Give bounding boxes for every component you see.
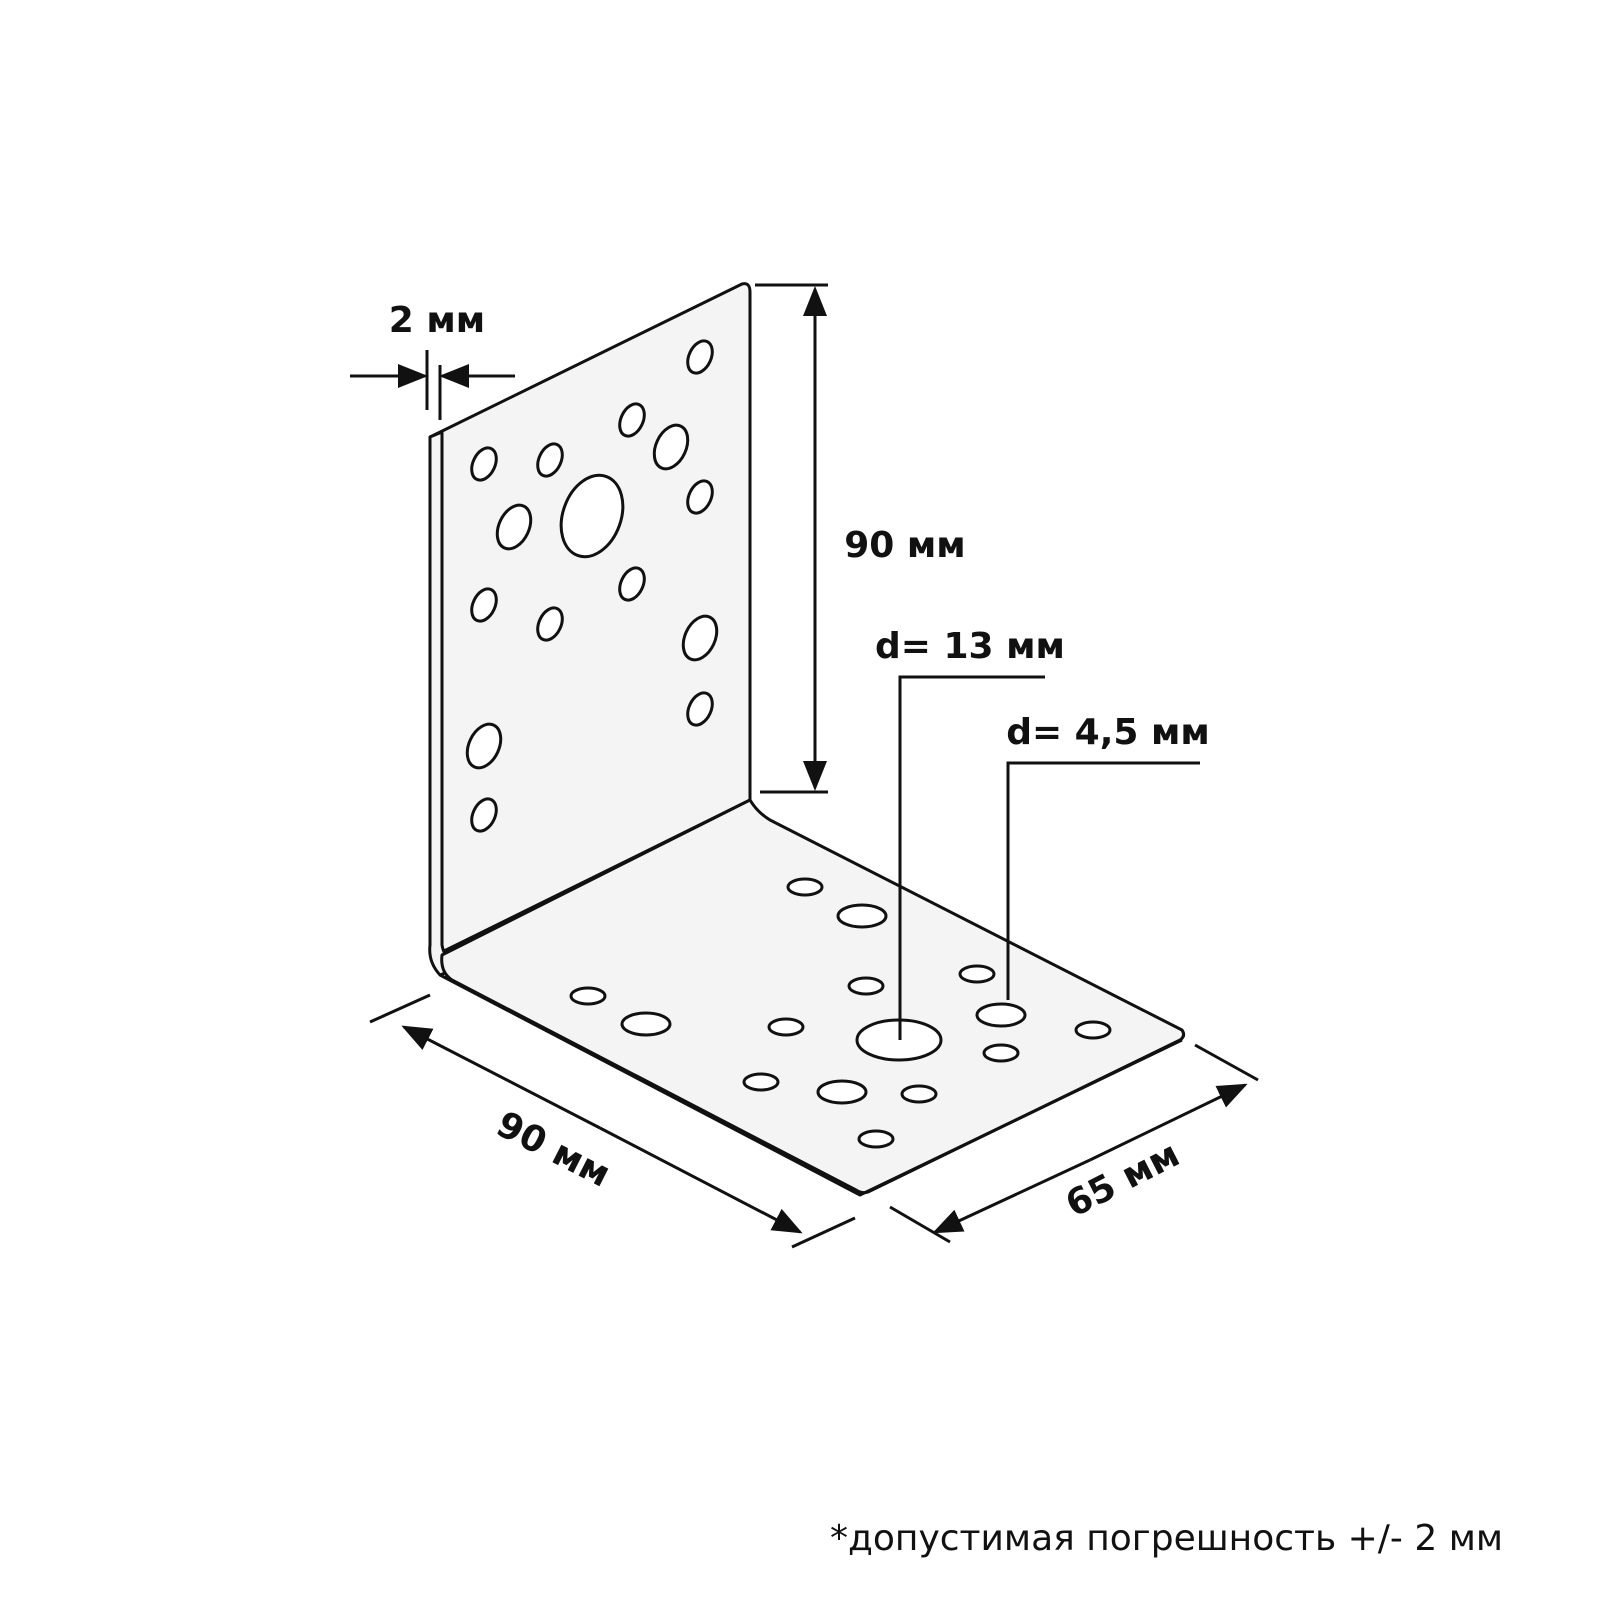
length-arrow-right — [599, 1126, 803, 1234]
vertical-holes — [465, 339, 719, 833]
length-ext-right — [791, 1216, 856, 1249]
height-label: 90 мм — [844, 525, 965, 566]
length-arrow-left — [401, 1025, 601, 1130]
width-arrow-right — [1089, 1083, 1248, 1162]
large-hole-leader — [898, 675, 1045, 1040]
small-hole-leader — [1006, 761, 1200, 1000]
width-ext-left — [889, 1205, 951, 1244]
large-hole-label: d= 13 мм — [875, 626, 1065, 667]
length-label: 90 мм — [490, 1104, 617, 1196]
horizontal-holes — [569, 877, 1112, 1149]
tolerance-note: *допустимая погрешность +/- 2 мм — [830, 1518, 1504, 1559]
thickness-label: 2 мм — [389, 300, 485, 341]
small-hole-label: d= 4,5 мм — [1006, 712, 1210, 753]
length-ext-left — [369, 993, 431, 1024]
width-arrow-left — [932, 1158, 1091, 1234]
plate-front-edge — [439, 973, 1183, 1197]
width-label: 65 мм — [1059, 1134, 1186, 1226]
width-ext-right — [1194, 1043, 1259, 1082]
